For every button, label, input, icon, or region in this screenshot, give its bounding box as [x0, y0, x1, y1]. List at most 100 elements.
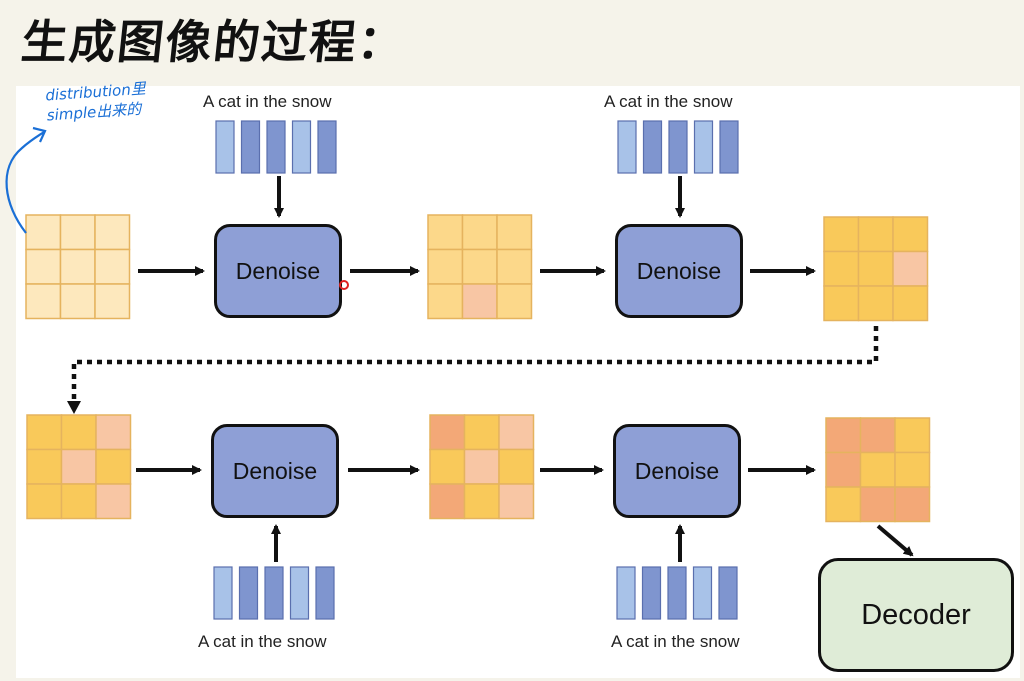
- latent-cell: [859, 486, 896, 523]
- latent-cell: [461, 283, 498, 320]
- latent-cell: [823, 250, 860, 287]
- prompt-text-3: A cat in the snow: [198, 632, 327, 651]
- embedding-token: [641, 566, 662, 620]
- latent-cell: [496, 283, 533, 320]
- decoder-arrow: [876, 524, 914, 557]
- embedding-token: [291, 120, 312, 174]
- embedding-token: [264, 566, 284, 620]
- latent-cell: [857, 250, 894, 287]
- latent-cell: [859, 451, 896, 488]
- embedding-token: [718, 566, 738, 620]
- latent-cell: [892, 250, 929, 287]
- latent-cell: [461, 214, 498, 251]
- annotation-arrow: [5, 131, 45, 234]
- latent-cell: [60, 448, 97, 485]
- text-embedding-4: [616, 566, 738, 620]
- latent-cell: [95, 448, 132, 485]
- latent-cell: [25, 248, 62, 285]
- embedding-token: [240, 120, 261, 174]
- latent-cell: [463, 414, 500, 451]
- embedding-token: [617, 120, 637, 174]
- latent-cell: [427, 248, 464, 285]
- denoise-block-3: Denoise: [211, 424, 339, 518]
- latent-cell: [429, 414, 466, 451]
- row-connector-dotted: [71, 326, 879, 405]
- latent-cell: [95, 414, 132, 451]
- latent-grid-2: [427, 214, 533, 320]
- latent-cell: [825, 486, 862, 523]
- latent-cell: [463, 448, 500, 485]
- embedding-token: [719, 120, 739, 174]
- latent-cell: [894, 417, 931, 454]
- latent-cell: [60, 483, 97, 520]
- latent-grid-6: [825, 417, 931, 523]
- prompt-text-4: A cat in the snow: [611, 632, 740, 651]
- latent-cell: [94, 283, 131, 320]
- latent-cell: [825, 417, 862, 454]
- prompt-text-2: A cat in the snow: [604, 92, 733, 111]
- latent-cell: [498, 483, 535, 520]
- embedding-token: [315, 566, 335, 620]
- latent-cell: [857, 285, 894, 322]
- text-embedding-2: [617, 120, 739, 174]
- denoise-block-2: Denoise: [615, 224, 743, 318]
- decoder-block: Decoder: [818, 558, 1014, 672]
- embedding-token: [266, 120, 286, 174]
- embedding-token: [692, 566, 713, 620]
- latent-cell: [95, 483, 132, 520]
- annotation-arrowhead: [32, 126, 47, 143]
- latent-cell: [25, 283, 62, 320]
- latent-cell: [823, 216, 860, 253]
- latent-cell: [496, 214, 533, 251]
- embedding-token: [616, 566, 636, 620]
- embedding-token: [642, 120, 663, 174]
- latent-cell: [892, 216, 929, 253]
- latent-cell: [463, 483, 500, 520]
- prompt-text-1: A cat in the snow: [203, 92, 332, 111]
- text-embedding-3: [213, 566, 335, 620]
- cursor-dot: [339, 280, 349, 290]
- latent-cell: [461, 248, 498, 285]
- latent-grid-5: [429, 414, 535, 520]
- embedding-token: [238, 566, 259, 620]
- latent-grid-3: [823, 216, 929, 322]
- latent-cell: [94, 248, 131, 285]
- latent-cell: [859, 417, 896, 454]
- latent-cell: [427, 283, 464, 320]
- embedding-token: [213, 566, 233, 620]
- denoise-block-4: Denoise: [613, 424, 741, 518]
- latent-cell: [894, 486, 931, 523]
- embedding-token: [215, 120, 235, 174]
- row-connector-arrowhead: [67, 401, 81, 414]
- embedding-token: [667, 566, 687, 620]
- latent-cell: [25, 214, 62, 251]
- latent-cell: [429, 448, 466, 485]
- latent-grid-1: [25, 214, 131, 320]
- latent-cell: [825, 451, 862, 488]
- latent-cell: [427, 214, 464, 251]
- latent-cell: [60, 414, 97, 451]
- latent-cell: [59, 214, 96, 251]
- embedding-token: [693, 120, 714, 174]
- latent-cell: [892, 285, 929, 322]
- latent-cell: [496, 248, 533, 285]
- latent-cell: [26, 483, 63, 520]
- latent-cell: [857, 216, 894, 253]
- latent-cell: [59, 283, 96, 320]
- latent-cell: [59, 248, 96, 285]
- embedding-token: [668, 120, 688, 174]
- latent-cell: [894, 451, 931, 488]
- latent-cell: [94, 214, 131, 251]
- embedding-token: [317, 120, 337, 174]
- latent-cell: [26, 414, 63, 451]
- embedding-token: [289, 566, 310, 620]
- text-embedding-1: [215, 120, 337, 174]
- latent-cell: [498, 414, 535, 451]
- latent-cell: [823, 285, 860, 322]
- latent-cell: [498, 448, 535, 485]
- latent-cell: [26, 448, 63, 485]
- denoise-block-1: Denoise: [214, 224, 342, 318]
- latent-cell: [429, 483, 466, 520]
